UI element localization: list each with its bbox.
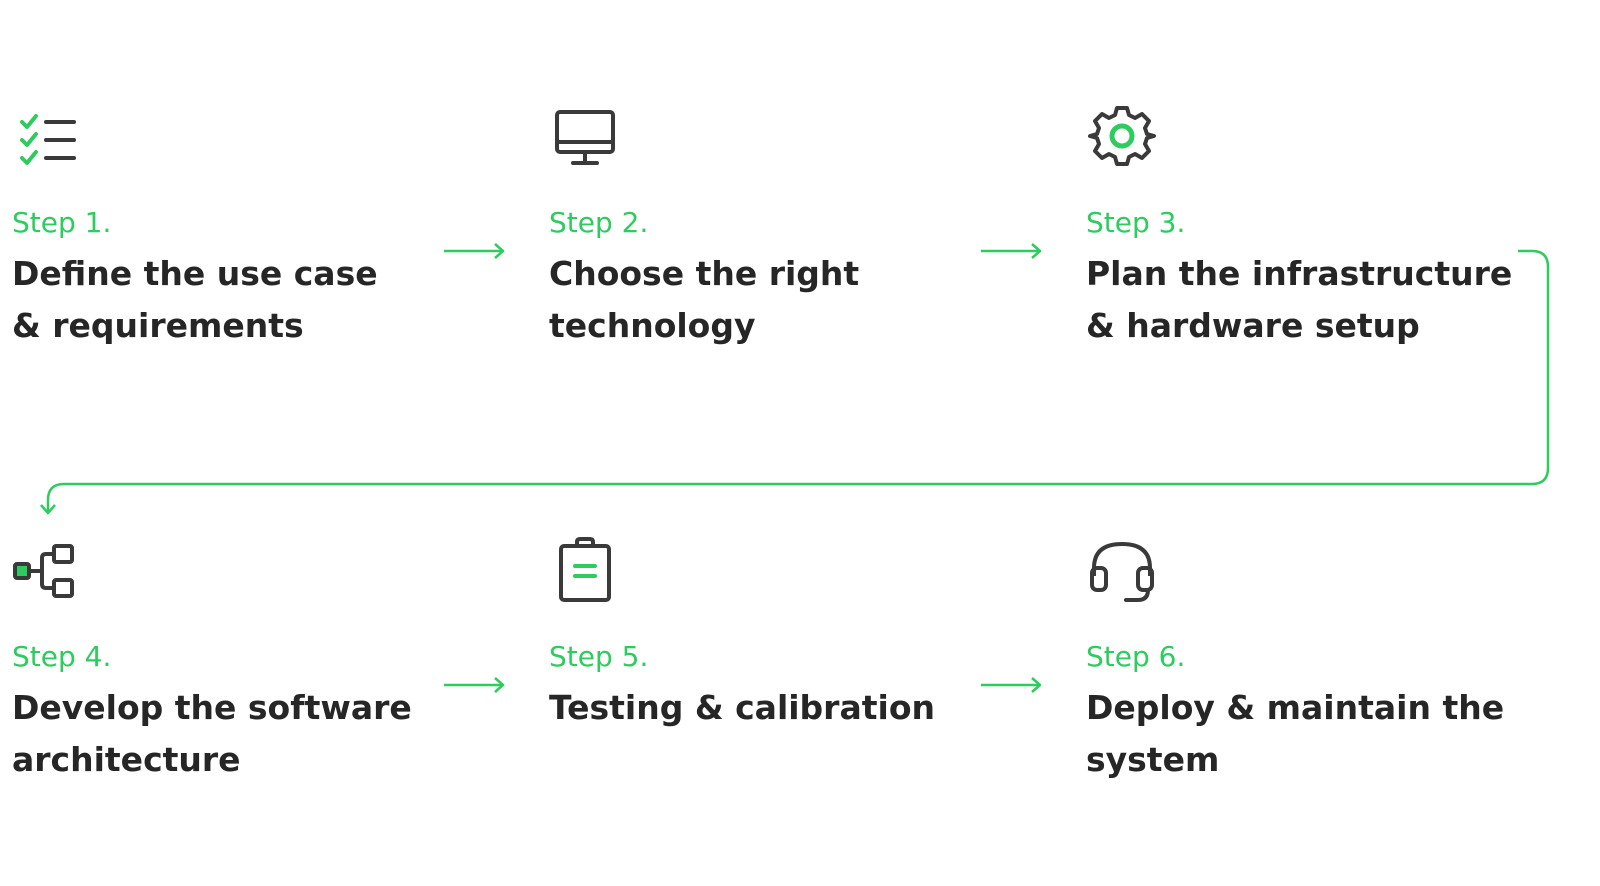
clipboard-icon xyxy=(549,536,621,608)
headset-icon xyxy=(1086,536,1158,608)
step-6: Step 6. Deploy & maintain the system xyxy=(1086,534,1556,794)
step-title-line: Testing & calibration xyxy=(549,688,935,727)
step-title: Testing & calibration xyxy=(549,682,935,734)
step-5: Step 5. Testing & calibration xyxy=(549,534,1019,794)
step-title-line: architecture xyxy=(12,740,241,779)
step-title: Define the use case & requirements xyxy=(12,248,378,352)
step-2: Step 2. Choose the right technology xyxy=(549,100,1019,360)
arrow-step1-to-step2 xyxy=(444,243,505,259)
step-label: Step 3. xyxy=(1086,206,1186,239)
step-1: Step 1. Define the use case & requiremen… xyxy=(12,100,482,360)
step-title-line: Deploy & maintain the xyxy=(1086,688,1505,727)
step-label: Step 2. xyxy=(549,206,649,239)
step-label: Step 1. xyxy=(12,206,112,239)
step-4: Step 4. Develop the software architectur… xyxy=(12,534,482,794)
step-label: Step 6. xyxy=(1086,640,1186,673)
step-title-line: & hardware setup xyxy=(1086,306,1420,345)
step-3: Step 3. Plan the infrastructure & hardwa… xyxy=(1086,100,1556,360)
step-label: Step 4. xyxy=(12,640,112,673)
step-title-line: & requirements xyxy=(12,306,304,345)
checklist-icon xyxy=(12,106,84,178)
step-title-line: Choose the right xyxy=(549,254,860,293)
step-title-line: Plan the infrastructure xyxy=(1086,254,1513,293)
arrow-step4-to-step5 xyxy=(444,677,505,693)
gear-icon xyxy=(1086,102,1158,174)
step-title: Choose the right technology xyxy=(549,248,859,352)
step-title-line: system xyxy=(1086,740,1220,779)
hierarchy-icon xyxy=(12,538,84,610)
step-title-line: Develop the software xyxy=(12,688,412,727)
arrow-step5-to-step6 xyxy=(981,677,1042,693)
step-title-line: Define the use case xyxy=(12,254,378,293)
step-title-line: technology xyxy=(549,306,756,345)
step-title: Plan the infrastructure & hardware setup xyxy=(1086,248,1512,352)
step-title: Develop the software architecture xyxy=(12,682,412,786)
arrow-step3-to-step4 xyxy=(40,249,1550,515)
monitor-icon xyxy=(549,106,621,178)
step-label: Step 5. xyxy=(549,640,649,673)
arrow-step2-to-step3 xyxy=(981,243,1042,259)
step-title: Deploy & maintain the system xyxy=(1086,682,1504,786)
